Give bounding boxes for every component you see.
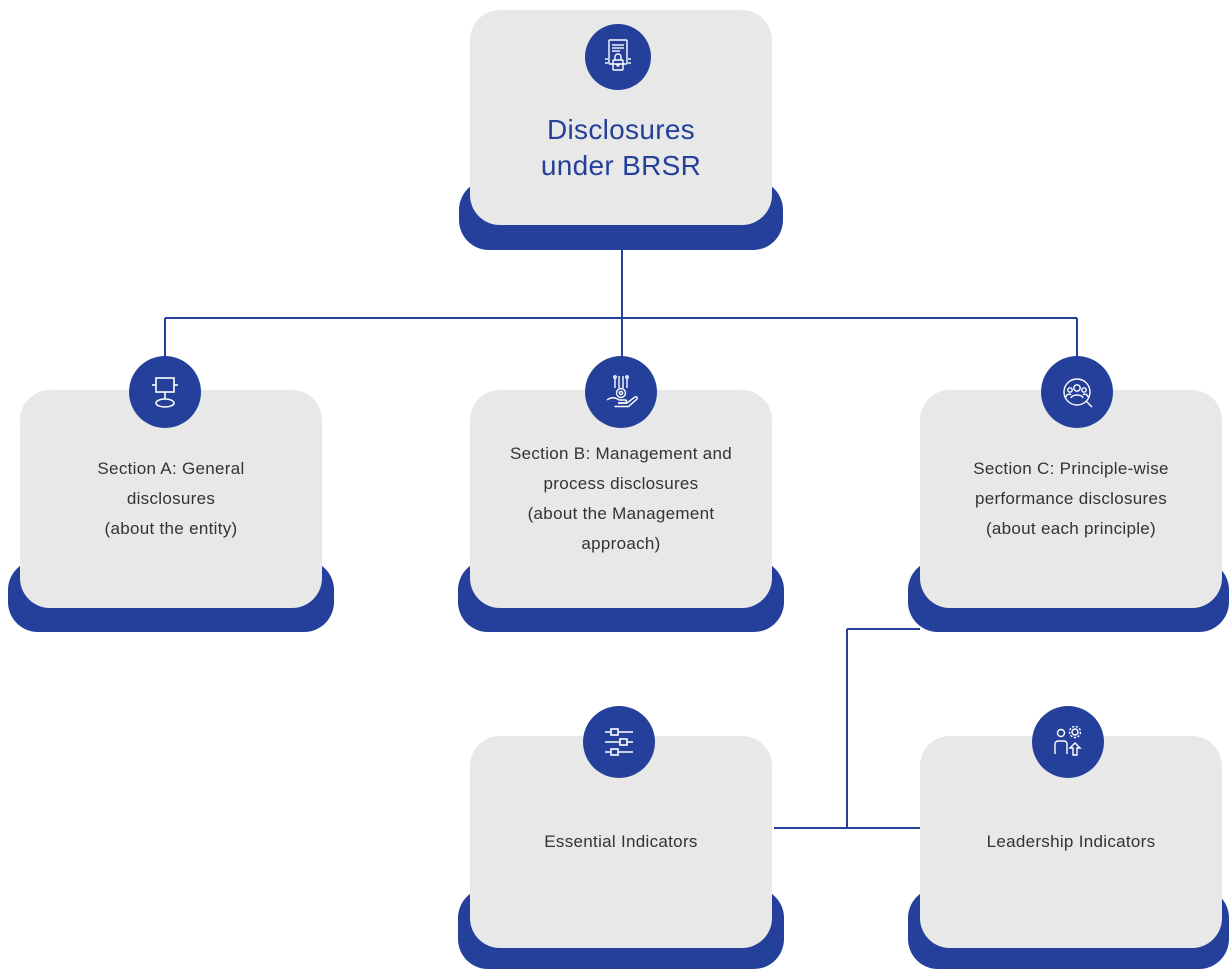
- section-a-node: Section A: General disclosures (about th…: [8, 350, 334, 635]
- section-c-badge: [1041, 356, 1113, 428]
- section-b-badge: [585, 356, 657, 428]
- section-c-label: Section C: Principle-wise performance di…: [973, 454, 1169, 544]
- leadership-indicators-badge: [1032, 706, 1104, 778]
- section-b-node: Section B: Management and process disclo…: [458, 350, 784, 635]
- section-a-line3: (about the entity): [104, 519, 238, 538]
- leadership-indicators-label: Leadership Indicators: [986, 832, 1156, 851]
- flowchart-icon: [152, 377, 178, 408]
- section-b-label: Section B: Management and process disclo…: [510, 439, 732, 559]
- section-a-line2: disclosures: [126, 489, 216, 508]
- section-b-line2: process disclosures: [543, 474, 699, 493]
- section-b-line1: Section B: Management and: [509, 444, 733, 463]
- essential-indicators-node: Essential Indicators: [458, 674, 784, 969]
- root-title: Disclosures under BRSR: [541, 112, 701, 184]
- section-c-line1: Section C: Principle-wise: [973, 459, 1169, 478]
- section-a-label: Section A: General disclosures (about th…: [97, 454, 244, 544]
- root-title-line2: under BRSR: [540, 149, 702, 181]
- section-c-node: Section C: Principle-wise performance di…: [908, 350, 1229, 635]
- root-title-line1: Disclosures: [546, 113, 695, 145]
- leadership-indicators-node: Leadership Indicators: [908, 674, 1229, 969]
- people-search-icon: [1063, 378, 1093, 408]
- section-b-line3: (about the Management: [527, 504, 715, 523]
- section-a-line1: Section A: General: [97, 459, 245, 478]
- section-c-line2: performance disclosures: [974, 489, 1168, 508]
- section-a-badge: [129, 356, 201, 428]
- root-badge: [585, 24, 651, 90]
- section-b-line4: approach): [581, 534, 661, 553]
- hand-gear-network-icon: [606, 375, 638, 408]
- person-gear-upload-icon: [1054, 725, 1082, 756]
- essential-indicators-badge: [583, 706, 655, 778]
- essential-indicators-label: Essential Indicators: [544, 832, 698, 851]
- sliders-icon: [605, 728, 633, 756]
- section-c-line3: (about each principle): [985, 519, 1157, 538]
- root-node: Disclosures under BRSR: [456, 10, 786, 250]
- document-lock-icon: [605, 39, 631, 71]
